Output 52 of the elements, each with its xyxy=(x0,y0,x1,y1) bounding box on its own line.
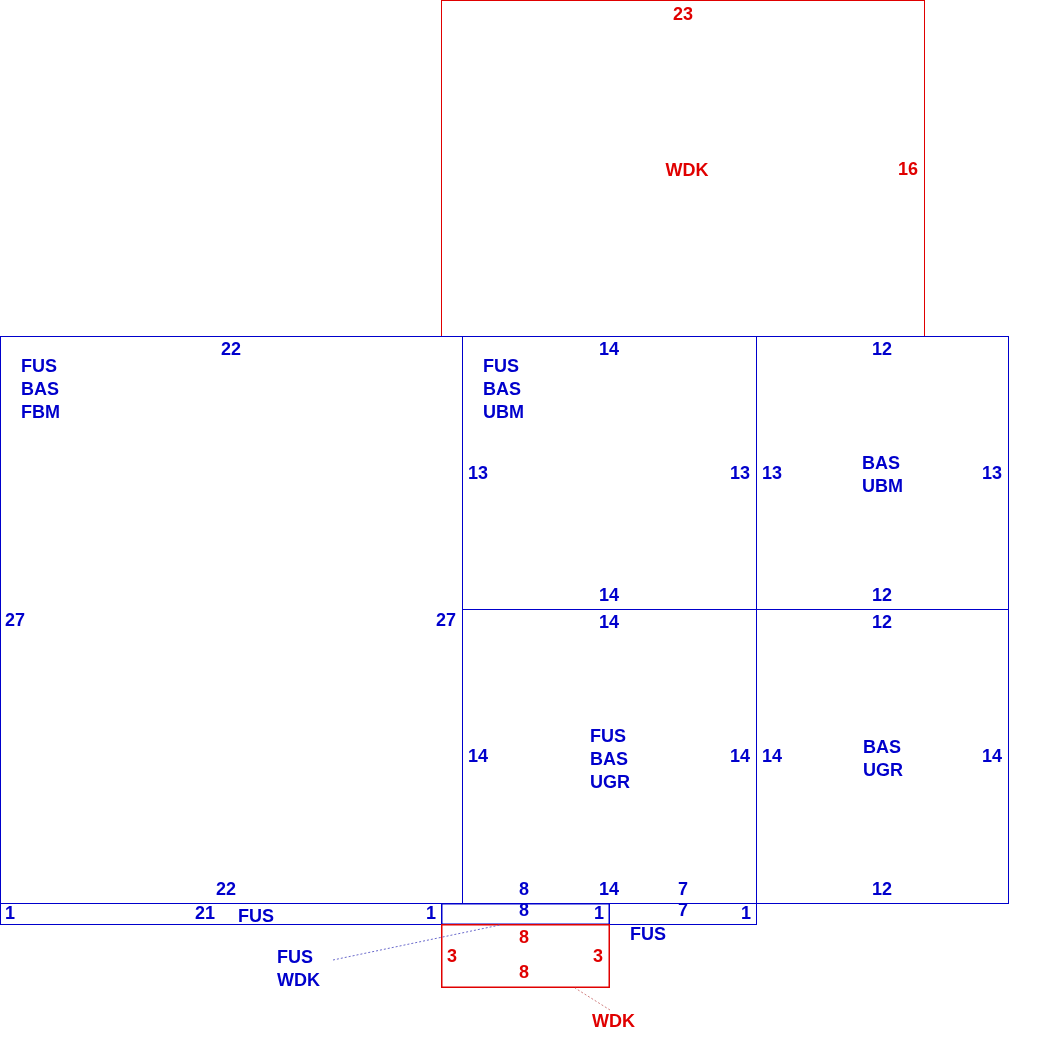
dimension-label: 12 xyxy=(872,339,892,359)
room-label: FUS BAS FBM xyxy=(21,355,61,424)
dimension-label: 8 xyxy=(519,962,529,982)
dimension-label: 22 xyxy=(221,339,241,359)
room-label: WDK xyxy=(664,159,710,182)
dimension-label: 14 xyxy=(599,879,619,899)
dimension-label: 14 xyxy=(599,612,619,632)
dimension-label: 16 xyxy=(898,159,918,179)
room-outline xyxy=(441,924,610,988)
room-outline xyxy=(441,903,610,925)
dimension-label: 13 xyxy=(468,463,488,483)
dimension-label: 14 xyxy=(762,746,782,766)
dimension-label: 12 xyxy=(872,585,892,605)
dimension-label: 8 xyxy=(519,927,529,947)
dimension-label: 12 xyxy=(872,612,892,632)
room-label: FUS BAS UGR xyxy=(590,725,631,794)
dimension-label: 1 xyxy=(426,903,436,923)
dimension-label: 1 xyxy=(5,903,15,923)
room-note: FUS WDK xyxy=(277,946,321,992)
dimension-label: 27 xyxy=(5,610,25,630)
room-outline xyxy=(441,0,925,337)
dimension-label: 14 xyxy=(599,585,619,605)
dimension-label: 3 xyxy=(447,946,457,966)
dimension-label: 21 xyxy=(195,903,215,923)
room-label: BAS UGR xyxy=(863,736,904,782)
room-label: FUS BAS UBM xyxy=(483,355,525,424)
dimension-label: 14 xyxy=(599,339,619,359)
room-label: BAS UBM xyxy=(862,452,904,498)
dimension-label: 8 xyxy=(519,879,529,899)
dimension-label: 23 xyxy=(673,4,693,24)
dimension-label: 12 xyxy=(872,879,892,899)
dimension-label: 13 xyxy=(762,463,782,483)
room-outline xyxy=(0,903,442,925)
leader-line xyxy=(332,924,501,961)
dimension-label: 3 xyxy=(593,946,603,966)
dimension-label: 14 xyxy=(468,746,488,766)
dimension-label: 7 xyxy=(678,879,688,899)
room-note: WDK xyxy=(592,1010,636,1033)
room-outline xyxy=(756,336,1009,610)
dimension-label: 1 xyxy=(741,903,751,923)
dimension-label: 14 xyxy=(982,746,1002,766)
room-label: FUS xyxy=(630,923,667,946)
leader-line xyxy=(574,987,611,1011)
dimension-label: 13 xyxy=(982,463,1002,483)
room-label: FUS xyxy=(238,905,275,928)
dimension-label: 14 xyxy=(730,746,750,766)
dimension-label: 13 xyxy=(730,463,750,483)
dimension-label: 22 xyxy=(216,879,236,899)
room-outline xyxy=(0,336,463,904)
dimension-label: 1 xyxy=(594,903,604,923)
room-outline xyxy=(756,609,1009,904)
dimension-label: 27 xyxy=(436,610,456,630)
